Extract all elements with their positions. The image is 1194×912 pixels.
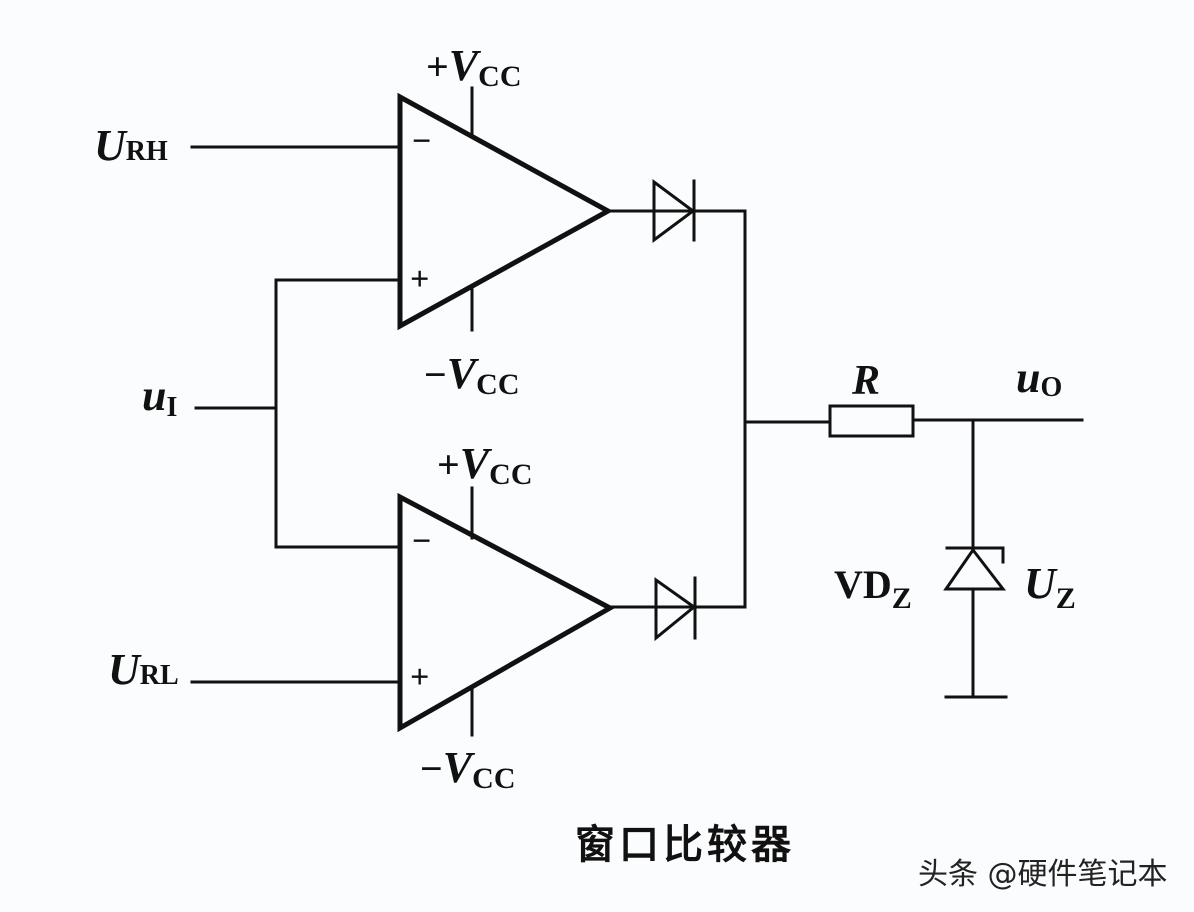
label-top-opamp-vplus: +VCC: [426, 41, 522, 93]
resistor: [828, 404, 915, 438]
label-bottom-opamp-vplus: +VCC: [437, 439, 533, 491]
bottom-opamp: − +: [397, 486, 616, 737]
ui-bus-wire: [274, 278, 402, 549]
diagram-title: 窗口比较器: [575, 822, 795, 868]
label-bottom-opamp-vminus: −VCC: [420, 743, 516, 795]
top-opamp: − +: [397, 86, 614, 332]
bottom-diode: [608, 576, 747, 642]
top-opamp-noninverting-sign: +: [410, 261, 429, 298]
zener-diode: [943, 418, 1008, 699]
label-resistor: R: [851, 358, 880, 404]
label-zener-name: VDZ: [834, 562, 912, 615]
label-uo: uO: [1016, 353, 1062, 403]
label-ui: uI: [142, 371, 177, 423]
top-opamp-body: [397, 92, 614, 331]
bottom-opamp-noninverting-sign: +: [410, 659, 429, 696]
label-top-opamp-vminus: −VCC: [424, 349, 520, 401]
label-url: URL: [108, 645, 179, 694]
top-diode: [606, 179, 747, 243]
top-opamp-inverting-sign: −: [412, 123, 431, 160]
bottom-opamp-inverting-sign: −: [412, 523, 431, 560]
label-zener-voltage: UZ: [1024, 559, 1076, 615]
label-urh: URH: [94, 121, 168, 170]
watermark: 头条 @硬件笔记本: [918, 857, 1168, 892]
bottom-opamp-body: [397, 492, 616, 733]
